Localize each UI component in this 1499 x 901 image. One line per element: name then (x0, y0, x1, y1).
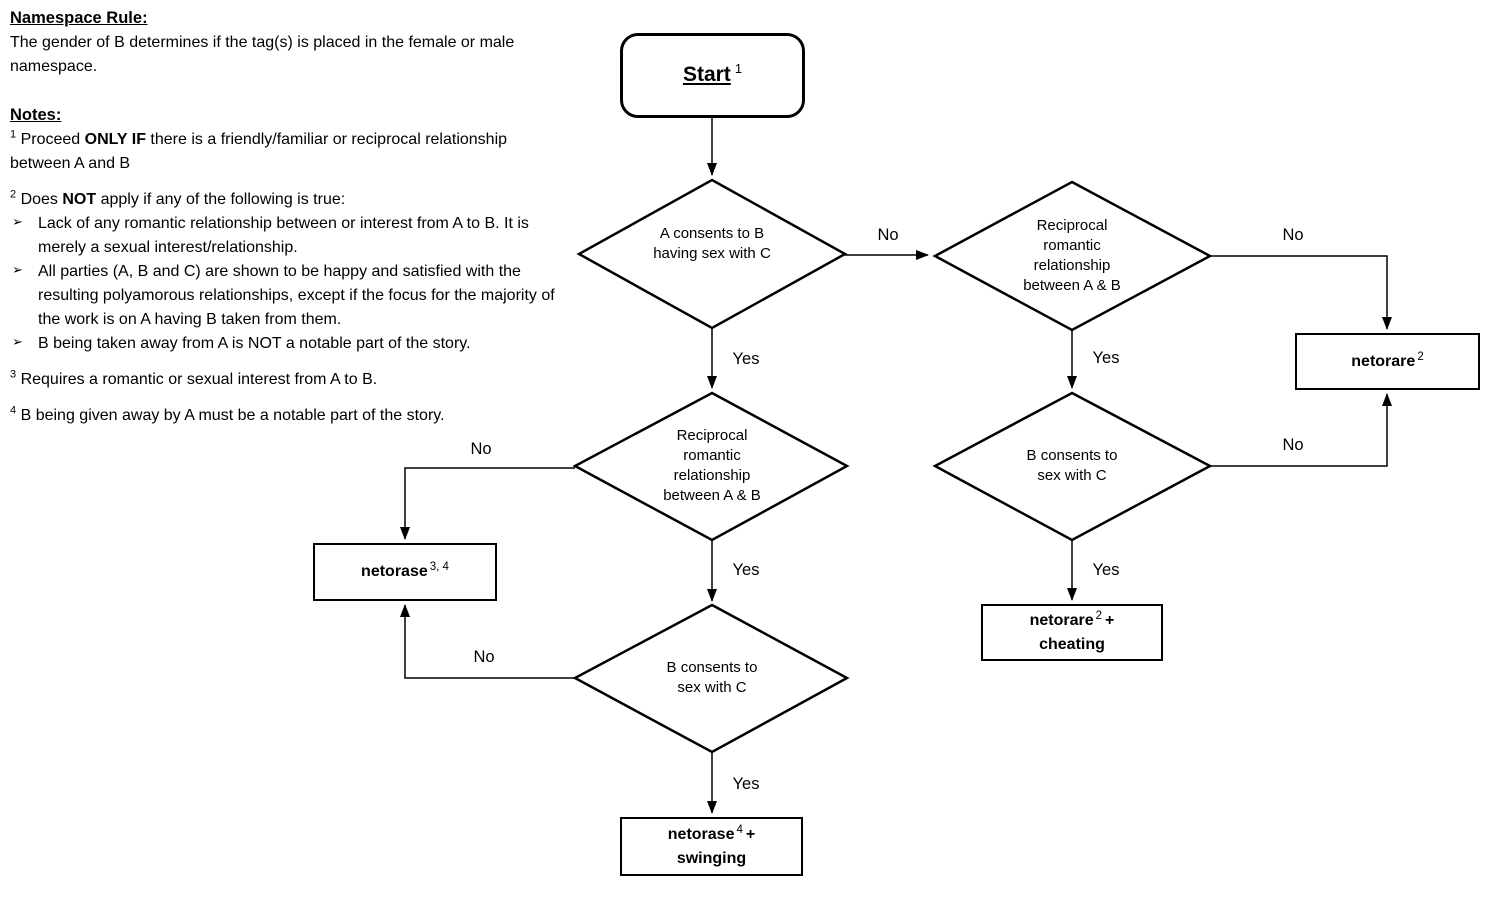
edge-label-yes: Yes (732, 775, 760, 793)
bullet-text: All parties (A, B and C) are shown to be… (38, 262, 555, 328)
decision-label-reciprocal-left: Reciprocal romantic relationship between… (663, 427, 761, 504)
start-text: Start (682, 63, 731, 87)
edge-label-yes: Yes (1092, 561, 1120, 579)
note-1: 1 Proceed ONLY IF there is a friendly/fa… (10, 128, 566, 176)
edge-label-no: No (470, 440, 492, 458)
note-4: 4 B being given away by A must be a nota… (10, 404, 566, 428)
note-2-suffix: apply if any of the following is true: (96, 190, 346, 208)
outcome-label-line2: swinging (676, 849, 747, 867)
list-item: ➢ All parties (A, B and C) are shown to b… (10, 260, 566, 332)
list-item: ➢ Lack of any romantic relationship betwe… (10, 212, 566, 260)
note-1-prefix: Proceed (20, 130, 85, 148)
note-4-text: B being given away by A must be a notabl… (20, 406, 445, 424)
note-4-marker: 4 (10, 404, 17, 417)
namespace-rule-body: The gender of B determines if the tag(s)… (10, 33, 515, 75)
edge-label-yes: Yes (732, 561, 760, 579)
note-3-marker: 3 (10, 368, 17, 381)
edge-label-yes: Yes (732, 350, 760, 368)
outcome-superscript: 3, 4 (429, 561, 449, 574)
outcome-text: netorase (667, 826, 735, 844)
arrow-bullet-icon: ➢ (12, 213, 23, 229)
decision-label-a-consents: A consents to B having sex with C (653, 225, 771, 262)
list-item: ➢ B being taken away from A is NOT a nota… (10, 332, 566, 356)
edge-reciprocal-left-no (400, 467, 575, 540)
note-2-bold: NOT (62, 190, 97, 208)
note-3: 3 Requires a romantic or sexual interest… (10, 368, 566, 392)
bullet-text: B being taken away from A is NOT a notab… (38, 334, 471, 352)
edge-label-yes: Yes (1092, 349, 1120, 367)
plus-sign: + (745, 826, 756, 844)
arrow-bullet-icon: ➢ (12, 333, 23, 349)
arrow-bullet-icon: ➢ (12, 261, 23, 277)
outcome-text: netorase (361, 563, 428, 581)
bullet-text: Lack of any romantic relationship betwee… (38, 214, 529, 256)
namespace-rule-heading: Namespace Rule: (10, 9, 148, 27)
note-1-bold: ONLY IF (84, 130, 146, 148)
outcome-superscript: 4 (736, 823, 743, 836)
plus-sign: + (1105, 612, 1115, 630)
notes-heading: Notes: (10, 105, 62, 124)
edge-label-no: No (1282, 226, 1304, 244)
note-2: 2 Does NOT apply if any of the following… (10, 188, 566, 212)
decision-label-reciprocal-right: Reciprocal romantic relationship between… (1023, 217, 1121, 294)
edge-label-no: No (1282, 436, 1304, 454)
legend-text-block: Namespace Rule: The gender of B determin… (10, 6, 566, 428)
note-1-marker: 1 (10, 128, 17, 141)
note-2-bullet-list: ➢ Lack of any romantic relationship betwe… (10, 212, 566, 356)
note-2-prefix: Does (20, 190, 63, 208)
note-1-suffix: there is a friendly/familiar or reciproc… (10, 130, 508, 172)
edge-b-consents-left-no (400, 604, 575, 679)
start-superscript: 1 (734, 61, 743, 77)
outcome-text: netorare (1351, 352, 1416, 370)
note-2-marker: 2 (10, 188, 17, 201)
outcome-superscript: 2 (1417, 350, 1424, 363)
outcome-text: netorare (1029, 612, 1094, 630)
outcome-superscript: 2 (1095, 609, 1103, 622)
edge-label-no: No (877, 226, 899, 244)
outcome-label-line2: cheating (1039, 635, 1105, 653)
edge-label-no: No (473, 648, 495, 666)
edge-reciprocal-right-no (1210, 255, 1392, 330)
decision-label-b-consents-right: B consents to sex with C (1026, 447, 1118, 484)
decision-label-b-consents-left: B consents to sex with C (666, 659, 758, 696)
note-3-text: Requires a romantic or sexual interest f… (20, 370, 378, 388)
edge-b-consents-right-no (1210, 393, 1392, 467)
